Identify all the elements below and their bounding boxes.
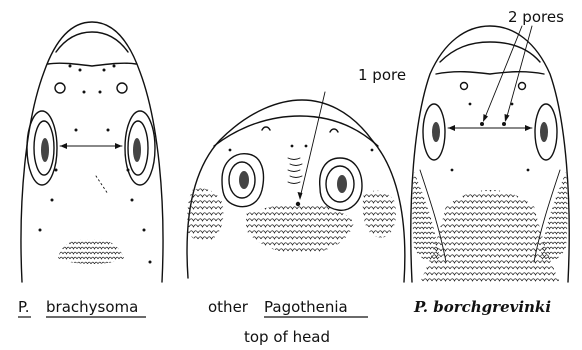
eye-left-other	[222, 154, 263, 207]
interorbital-arrow-borchgrevinki	[448, 125, 532, 131]
scale-patch-center-other	[246, 204, 354, 254]
lateral-line-brachysoma	[96, 176, 108, 194]
figure-caption: top of head	[244, 328, 330, 346]
label-center-prefix: other	[208, 298, 249, 316]
scale-patch-left-other	[187, 189, 223, 242]
upper-lip-borchgrevinki	[436, 72, 544, 74]
nostril-right-other	[330, 129, 338, 132]
snout-line-brachysoma	[56, 32, 128, 52]
interorbital-marks-other	[288, 158, 302, 184]
head-other-pagothenia	[187, 92, 405, 282]
eye-left-borchgrevinki	[423, 104, 445, 160]
nostril-left-borchgrevinki	[461, 83, 468, 90]
scale-patch-brachysoma	[58, 240, 124, 264]
scale-patch-center-borchgrevinki	[420, 190, 560, 282]
label-center-genus: Pagothenia	[264, 298, 348, 316]
eye-left-brachysoma	[27, 111, 57, 185]
eye-right-brachysoma	[125, 111, 155, 185]
label-2-pores: 2 pores	[508, 8, 564, 26]
label-left-species: brachysoma	[46, 298, 138, 316]
head-borchgrevinki	[411, 26, 569, 282]
nostril-right-borchgrevinki	[519, 83, 526, 90]
interorbital-arrow-brachysoma	[60, 143, 122, 149]
eye-right-other	[320, 158, 362, 210]
label-left-genus: P.	[18, 298, 29, 316]
head-brachysoma	[21, 22, 163, 282]
upper-lip-brachysoma	[48, 63, 136, 66]
pores-borchgrevinki	[451, 103, 530, 172]
pointer-1-pore	[298, 92, 326, 200]
nostril-right-brachysoma	[117, 83, 127, 93]
scale-patch-right-other	[363, 191, 396, 238]
label-1-pore: 1 pore	[358, 66, 406, 84]
eye-right-borchgrevinki	[535, 104, 557, 160]
nostril-left-other	[262, 127, 270, 130]
nostril-left-brachysoma	[55, 83, 65, 93]
label-right-species: P. borchgrevinki	[413, 298, 551, 316]
